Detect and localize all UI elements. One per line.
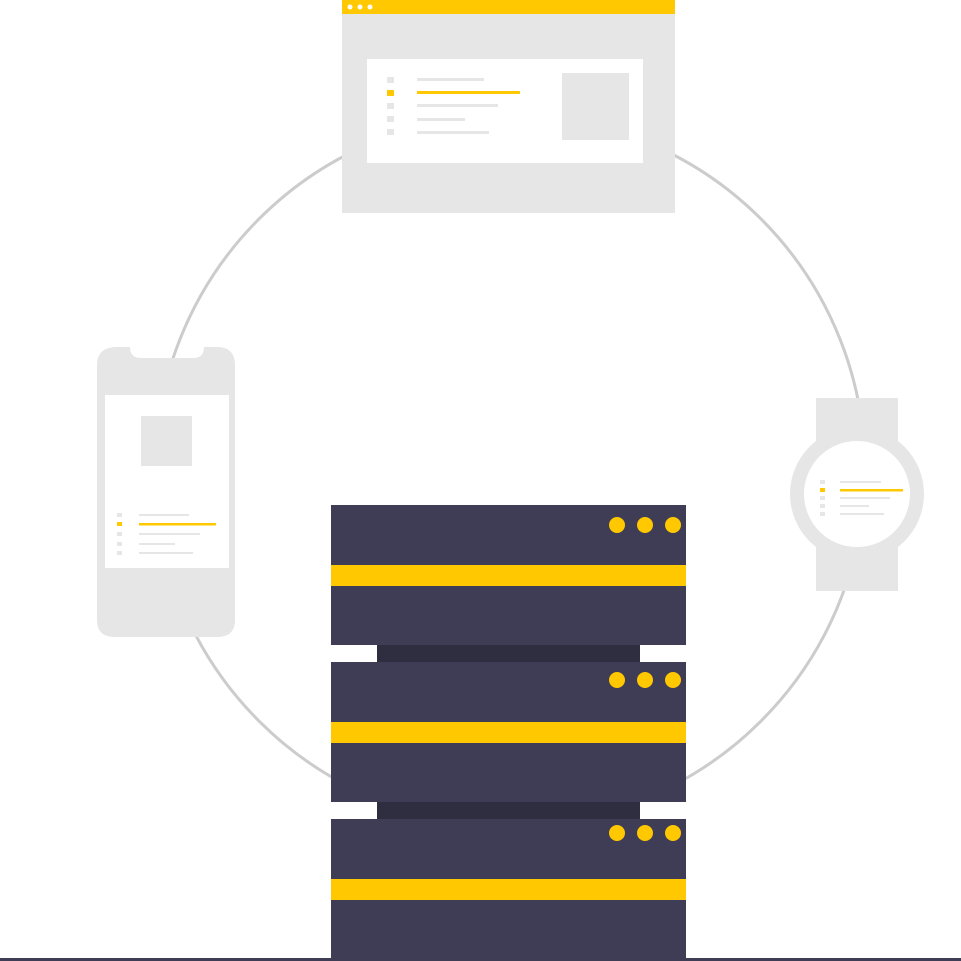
watch-face	[804, 441, 910, 547]
server-light	[665, 825, 681, 841]
browser-bullet	[387, 129, 394, 135]
browser-dot-3	[367, 4, 373, 10]
server-stripe	[331, 722, 686, 743]
server-light	[637, 825, 653, 841]
browser-titlebar	[342, 0, 675, 14]
watch-line	[840, 505, 869, 507]
browser-line	[417, 131, 489, 134]
browser-bullet-active	[387, 90, 394, 96]
ground-line	[0, 958, 961, 961]
server-light	[609, 825, 625, 841]
server-light	[609, 672, 625, 688]
browser-line-active	[417, 91, 520, 94]
smartphone-icon	[97, 347, 235, 637]
server-light	[637, 672, 653, 688]
browser-line	[417, 104, 498, 107]
watch-line	[840, 481, 881, 483]
phone-line	[139, 533, 200, 535]
server-unit-3	[331, 819, 686, 961]
browser-list	[387, 77, 520, 135]
phone-image-placeholder	[141, 416, 192, 466]
browser-bullet	[387, 103, 394, 109]
server-stripe	[331, 879, 686, 900]
phone-line	[139, 552, 193, 554]
watch-line-active	[840, 489, 903, 492]
phone-line-active	[139, 523, 216, 526]
browser-line	[417, 118, 465, 121]
watch-bullet	[820, 512, 825, 516]
browser-image-placeholder	[562, 73, 629, 140]
server-unit-1	[331, 505, 686, 645]
phone-bullet	[117, 513, 122, 517]
phone-list	[117, 513, 216, 555]
watch-bullet	[820, 504, 825, 508]
browser-bullet	[387, 77, 394, 83]
phone-bullet-active	[117, 522, 122, 526]
phone-bullet	[117, 532, 122, 536]
server-light	[637, 517, 653, 533]
browser-dot-2	[357, 4, 363, 10]
watch-line	[840, 513, 884, 515]
server-unit-2	[331, 662, 686, 802]
phone-bullet	[117, 551, 122, 555]
watch-bullet	[820, 480, 825, 484]
watch-bullet-active	[820, 488, 825, 492]
watch-bullet	[820, 496, 825, 500]
smartwatch-icon	[790, 398, 924, 591]
server-rack-icon	[331, 505, 686, 961]
server-connector-1	[377, 645, 640, 663]
server-stripe	[331, 565, 686, 586]
browser-dot-1	[347, 4, 353, 10]
server-light	[665, 672, 681, 688]
browser-line	[417, 78, 484, 81]
phone-line	[139, 543, 175, 545]
watch-line	[840, 497, 890, 499]
browser-window-icon	[342, 0, 675, 213]
server-light	[665, 517, 681, 533]
watch-list	[820, 480, 903, 516]
phone-line	[139, 514, 189, 516]
server-light	[609, 517, 625, 533]
server-connector-2	[377, 801, 640, 819]
browser-bullet	[387, 116, 394, 122]
phone-bullet	[117, 542, 122, 546]
